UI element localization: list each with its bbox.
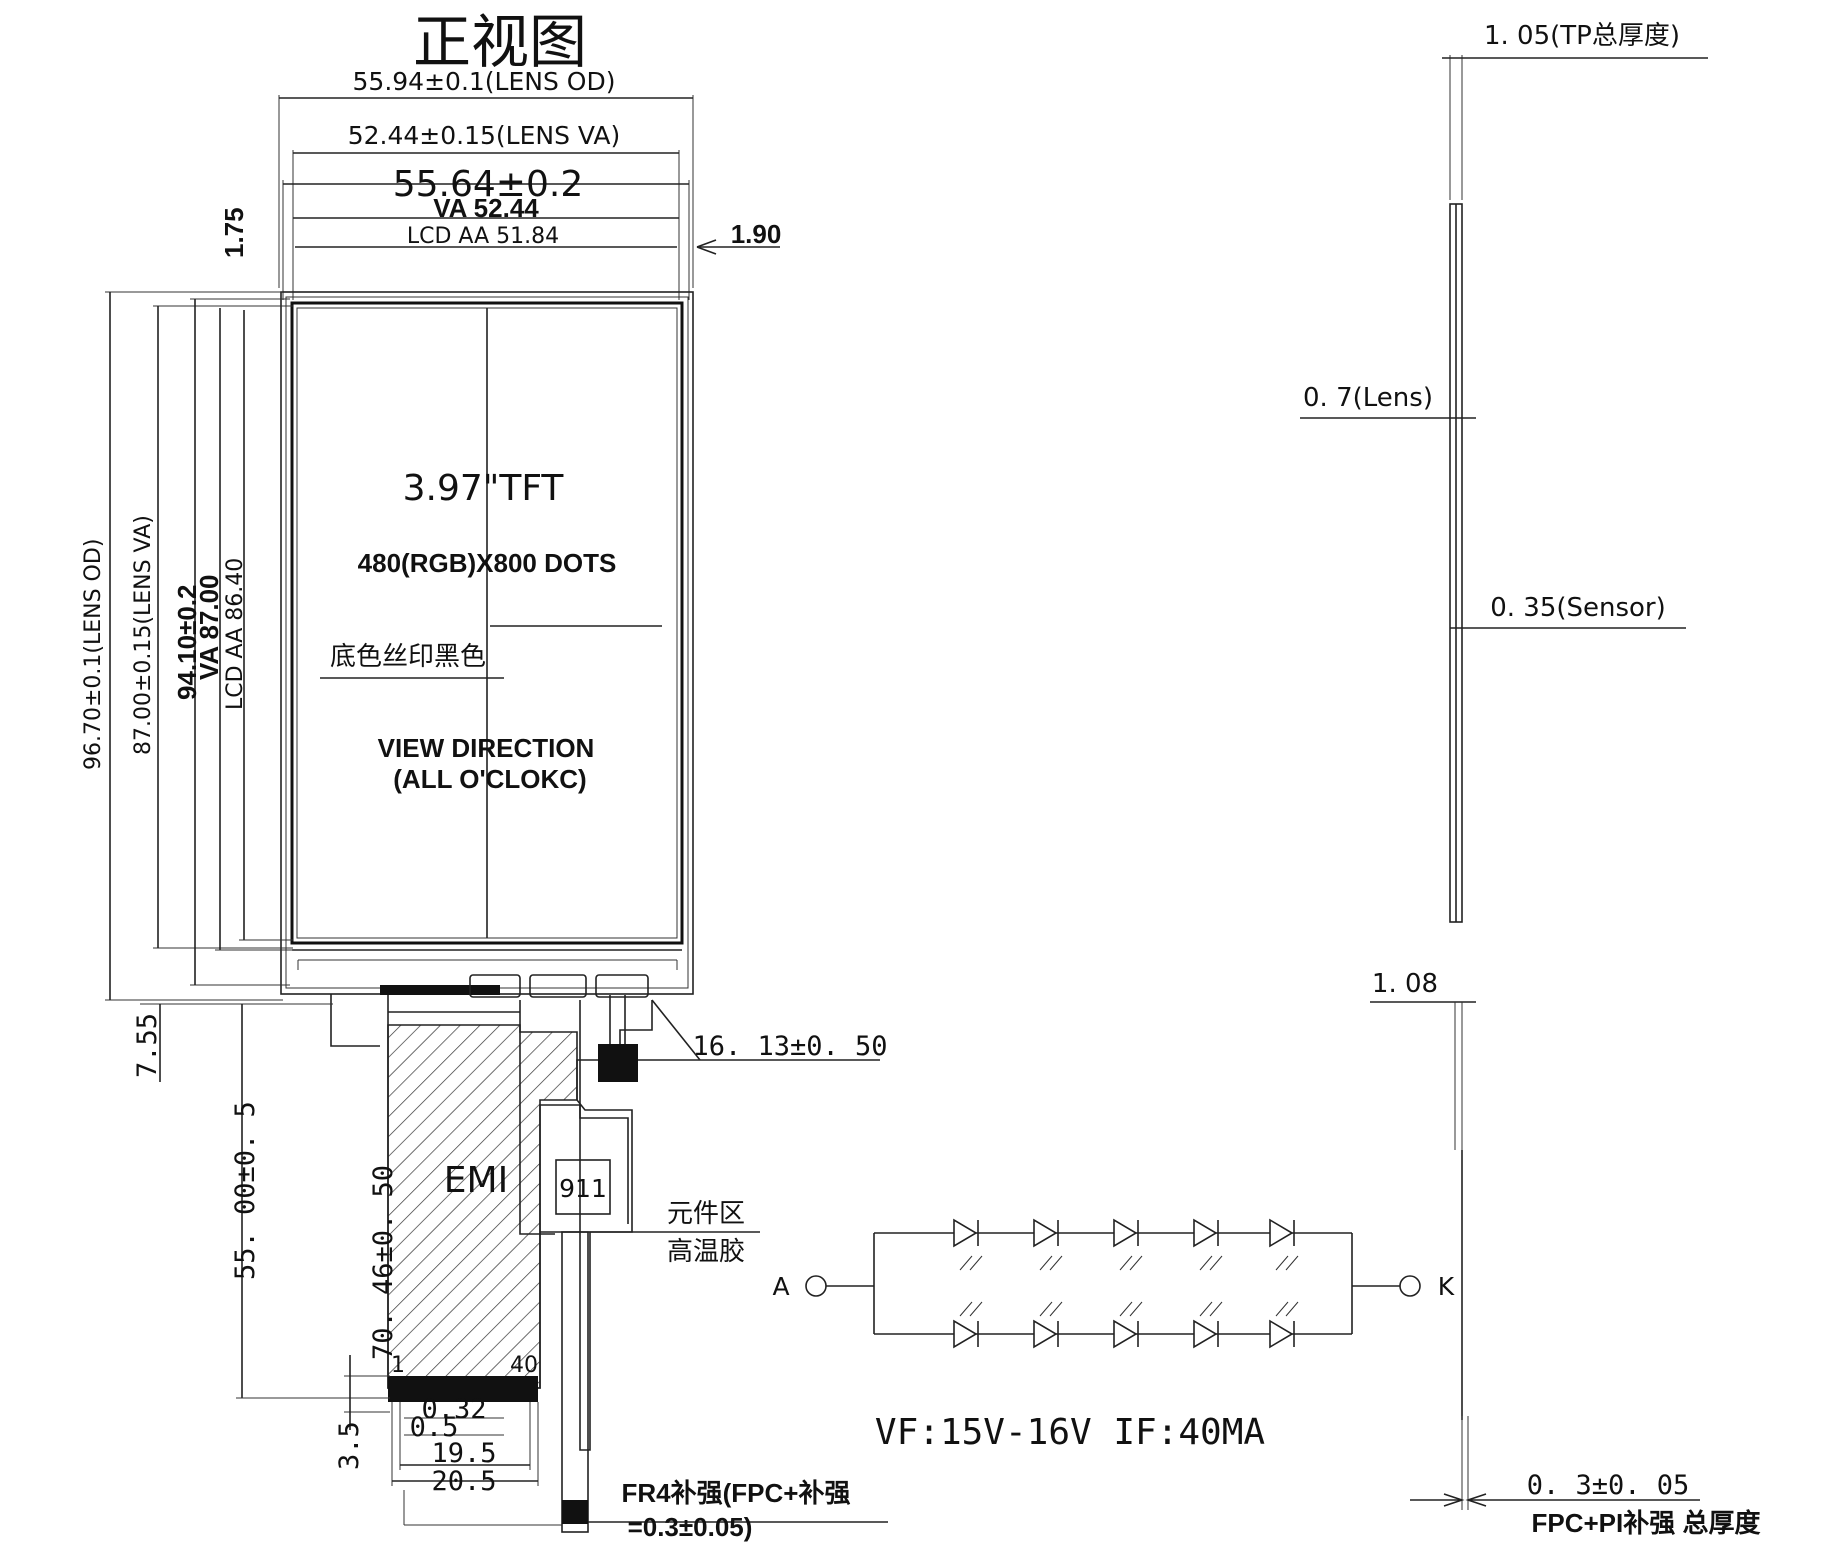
drawing-title: 正视图 <box>413 8 587 76</box>
anode-label: A <box>772 1272 789 1301</box>
pin-last: 40 <box>510 1353 538 1378</box>
fpc-thickness: 0. 3±0. 05 <box>1527 1470 1690 1501</box>
module-height: 94.10±0.2 <box>172 585 202 700</box>
component-area-label: 元件区 <box>667 1199 745 1229</box>
product-name: 3.97"TFT <box>403 468 565 509</box>
lens-va-height: 87.00±0.15(LENS VA) <box>131 515 156 755</box>
backlight-circuit <box>805 1218 1421 1349</box>
finger-height: 3.5 <box>334 1421 365 1470</box>
tp-thickness: 1. 05(TP总厚度) <box>1484 21 1680 51</box>
cathode-label: K <box>1438 1272 1455 1301</box>
component-id: 911 <box>559 1174 607 1203</box>
height-dimensions <box>105 291 333 1082</box>
emi-label: EMI <box>444 1160 508 1201</box>
va-width: VA 52.44 <box>433 193 539 223</box>
high-temp-tape-label: 高温胶 <box>667 1237 745 1267</box>
lcd-thickness: 1. 08 <box>1372 969 1438 999</box>
va-height: VA 87.00 <box>194 574 224 680</box>
lens-va-width: 52.44±0.15(LENS VA) <box>348 121 621 150</box>
led-row-top <box>953 1218 1299 1271</box>
resolution: 480(RGB)X800 DOTS <box>358 548 617 578</box>
stiffener-line2: =0.3±0.05) <box>628 1512 753 1542</box>
stiffener-line1: FR4补强(FPC+补强 <box>622 1478 851 1508</box>
fpc-length-3: 70. 46±0. 50 <box>368 1165 399 1360</box>
module-width: 55.64±0.2 <box>393 164 583 205</box>
view-direction-sub: (ALL O'CLOKC) <box>393 764 586 794</box>
fpc-cable <box>380 974 888 1533</box>
pin-first: 1 <box>391 1353 405 1378</box>
width-2: 20.5 <box>431 1466 496 1497</box>
aa-width: LCD AA 51.84 <box>407 224 559 249</box>
top-offset: 1.75 <box>219 207 249 258</box>
lens-od-width: 55.94±0.1(LENS OD) <box>353 67 616 96</box>
lens-thickness: 0. 7(Lens) <box>1303 383 1433 413</box>
lens-od-height: 96.70±0.1(LENS OD) <box>81 539 106 770</box>
fpc-length-2: 55. 00±0. 5 <box>230 1101 261 1280</box>
bottom-offset: 7.55 <box>132 1013 163 1078</box>
aa-height: LCD AA 86.40 <box>223 558 248 710</box>
silkscreen-note: 底色丝印黑色 <box>330 642 486 672</box>
fpc-length-2-dim <box>236 1003 390 1430</box>
width-1: 19.5 <box>431 1438 496 1469</box>
side-view <box>1300 55 1708 1510</box>
width-dimensions <box>278 95 780 300</box>
pitch: 0.32 <box>421 1394 486 1425</box>
right-offset: 1.90 <box>731 219 782 249</box>
fpc-thickness-label: FPC+PI补强 总厚度 <box>1532 1508 1761 1538</box>
backlight-spec: VF:15V-16V IF:40MA <box>875 1412 1265 1453</box>
led-row-bottom <box>953 1301 1299 1349</box>
sensor-thickness: 0. 35(Sensor) <box>1490 593 1666 623</box>
fpc-length-1: 16. 13±0. 50 <box>692 1031 887 1062</box>
view-direction: VIEW DIRECTION <box>378 733 595 763</box>
pitch-2: 0.5 <box>410 1412 459 1443</box>
